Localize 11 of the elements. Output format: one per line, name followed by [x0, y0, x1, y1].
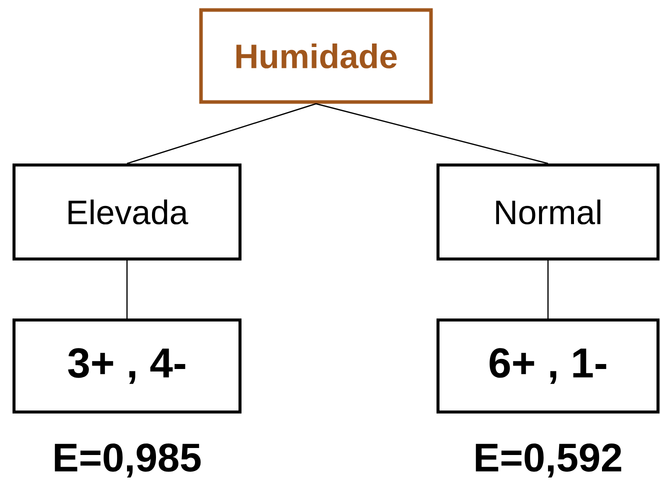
- value-box: 6+ , 1-: [436, 318, 660, 414]
- entropy-label: E=0,592: [476, 444, 622, 478]
- connector-line: [316, 103, 548, 164]
- branch-box: Elevada: [12, 164, 242, 260]
- connector-line: [126, 103, 316, 164]
- entropy-label: E=0,985: [54, 444, 201, 478]
- root-box: Humidade: [199, 8, 433, 104]
- branch-box: Normal: [436, 164, 660, 260]
- connector-line: [547, 260, 549, 318]
- value-box: 3+ , 4-: [12, 318, 242, 414]
- connector-line: [126, 260, 128, 318]
